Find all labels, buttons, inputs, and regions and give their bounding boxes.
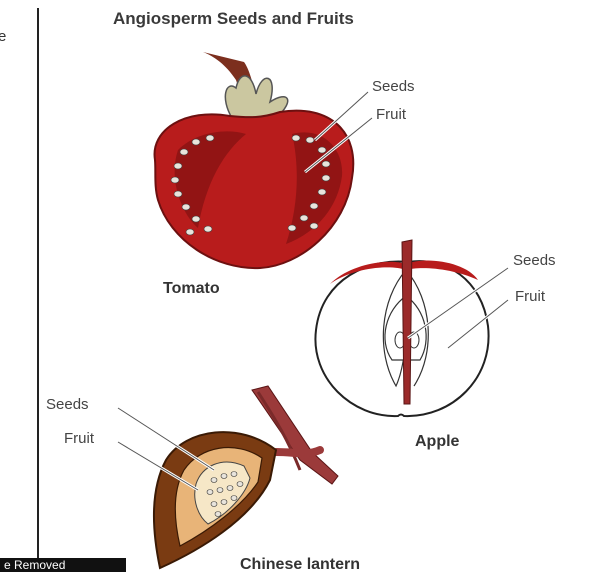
- lantern-fruit-label: Fruit: [64, 430, 94, 447]
- removed-badge: e Removed: [0, 558, 126, 572]
- tomato-seeds-label: Seeds: [372, 78, 415, 95]
- lantern-seeds-label: Seeds: [46, 396, 89, 413]
- tomato-fruit-label: Fruit: [376, 106, 406, 123]
- apple-seeds-label: Seeds: [513, 252, 556, 269]
- apple-fruit-label: Fruit: [515, 288, 545, 305]
- tomato-illustration: [155, 52, 372, 268]
- chinese-lantern-illustration: [118, 386, 338, 568]
- lantern-name: Chinese lantern: [240, 556, 360, 574]
- apple-name: Apple: [415, 433, 459, 451]
- tomato-name: Tomato: [163, 280, 220, 298]
- apple-illustration: [315, 240, 508, 416]
